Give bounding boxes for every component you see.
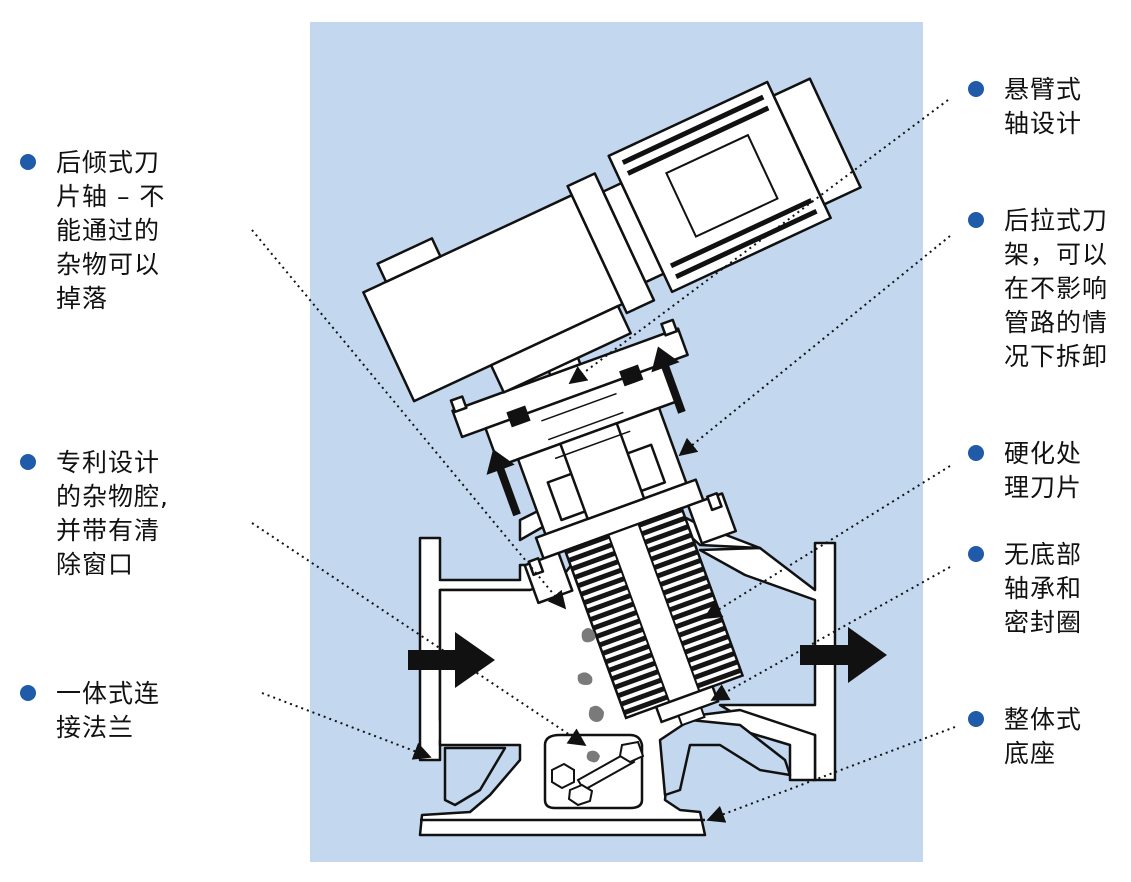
bullet-dot [968,711,984,727]
callout-integral-flange: 一体式连 接法兰 [20,677,160,745]
leader-lines [251,99,956,823]
debris-bolt [551,740,645,807]
bullet-dot [20,154,36,170]
bullet-dot [20,454,36,470]
leader-rear-tilt-shaft [251,229,567,610]
callout-integral-base: 整体式 底座 [968,703,1082,771]
bullet-dot [20,685,36,701]
callout-label: 后倾式刀 片轴 – 不 能通过的 杂物可以 掉落 [56,148,166,313]
callout-cantilever-shaft: 悬臂式 轴设计 [968,73,1082,141]
bullet-dot [968,81,984,97]
callout-no-bottom-bearing: 无底部 轴承和 密封圈 [968,538,1082,640]
bullet-dot [968,546,984,562]
bullet-dot [968,212,984,228]
callout-label: 悬臂式 轴设计 [1004,75,1083,138]
callout-label: 一体式连 接法兰 [56,679,161,742]
flow-arrows [408,627,887,688]
leader-cantilever-shaft [568,99,949,385]
callout-hardened-blades: 硬化处 理刀片 [968,437,1082,505]
callout-debris-chamber: 专利设计 的杂物腔, 并带有清 除窗口 [20,446,169,582]
leader-hardened-blades [703,465,951,619]
callout-pull-out-cartridge: 后拉式刀 架，可以 在不影响 管路的情 况下拆卸 [968,204,1108,374]
gearbox-motor [362,77,862,403]
callout-label: 整体式 底座 [1004,705,1083,768]
leader-debris-chamber [251,522,587,746]
callout-label: 专利设计 的杂物腔, 并带有清 除窗口 [56,448,169,579]
leader-integral-base [706,726,956,823]
leader-pull-out-cartridge [678,235,951,457]
bullet-dot [968,445,984,461]
debris [577,628,604,763]
callout-label: 硬化处 理刀片 [1004,439,1083,502]
callout-label: 后拉式刀 架，可以 在不影响 管路的情 况下拆卸 [1004,206,1109,371]
callout-label: 无底部 轴承和 密封圈 [1004,540,1083,637]
callout-rear-tilt-shaft: 后倾式刀 片轴 – 不 能通过的 杂物可以 掉落 [20,146,165,316]
